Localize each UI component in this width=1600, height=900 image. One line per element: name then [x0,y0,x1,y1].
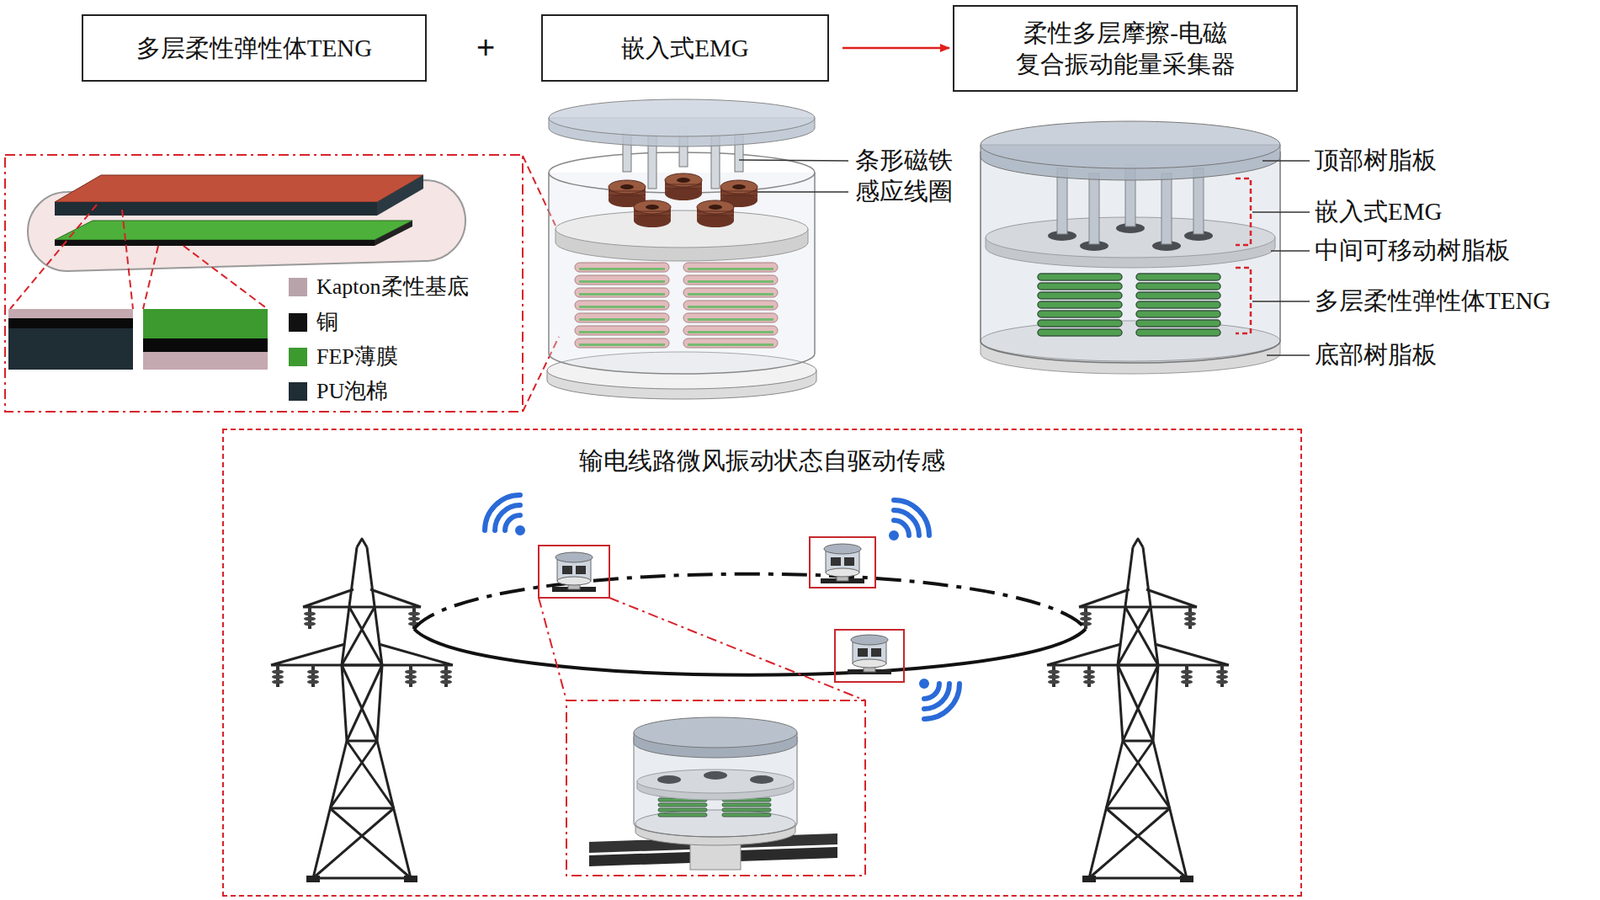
flow-arrow [842,47,950,50]
part-label: 感应线圈 [855,178,953,206]
transmission-scene [477,487,542,552]
part-label: 嵌入式EMG [1314,198,1442,226]
part-label: 条形磁铁 [855,147,953,175]
cross-section [183,245,268,309]
cross-section [143,338,268,352]
assembled-device [1235,267,1251,334]
transmission-scene [271,538,453,883]
exploded-device [696,200,734,228]
exploded-device [757,191,849,193]
plus-sign: + [476,30,495,66]
part-label: 中间可移动树脂板 [1314,237,1510,265]
cross-section [377,175,424,216]
assembled-device [1235,178,1251,245]
assembled-device [980,121,1281,169]
transmission-scene [414,574,1086,629]
box-label: 嵌入式EMG [621,32,749,64]
assembled-device [1252,211,1310,213]
exploded-device [548,172,815,374]
exploded-device [738,159,849,192]
transmission-scene [820,543,865,584]
exploded-device [548,99,815,137]
transmission-scene [847,634,892,675]
cross-section [54,220,413,240]
transmission-scene [872,492,937,557]
exploded-device [664,173,702,201]
cross-section [10,204,268,309]
legend-text: PU泡棉 [316,379,389,404]
transmission-scene [271,487,1229,883]
region-title: 输电线路微风振动状态自驱动传感 [574,445,951,476]
zoom-device [633,717,798,748]
transmission-scene [538,597,866,876]
assembled-device [1252,160,1310,356]
legend-swatch [288,277,308,297]
assembled-device [1266,354,1310,357]
part-label: 顶部树脂板 [1314,147,1437,175]
transmission-scene [566,700,866,876]
cross-section [5,154,523,412]
legend-text: 铜 [316,310,339,335]
cross-section [54,201,378,216]
part-label: 底部树脂板 [1314,341,1437,369]
box-label: 多层柔性弹性体TENG [136,32,373,64]
cross-section [374,220,413,246]
cross-section [8,328,133,370]
transmission-scene [809,536,876,588]
transmission-scene [538,545,610,598]
legend-swatch [288,347,308,367]
transmission-scene [834,629,904,682]
assembled-device [1252,300,1310,303]
cross-section [5,154,559,412]
cross-section [10,204,97,309]
transmission-scene [552,552,596,592]
assembled-device [980,121,1310,374]
process-box: 多层柔性弹性体TENG [81,14,427,82]
exploded-device [633,200,671,228]
transmission-scene [538,536,904,682]
transmission-scene [609,597,866,701]
exploded-device [738,159,849,161]
process-box: 嵌入式EMG [541,14,830,82]
cross-section [54,175,424,202]
cross-section [143,308,268,339]
transmission-scene [903,662,968,727]
transmission-scene [414,628,1086,676]
cross-section [122,209,133,309]
cross-section [143,245,159,309]
legend-text: FEP薄膜 [316,345,399,370]
transmission-scene [1047,538,1229,883]
assembled-device [980,151,1281,363]
cross-section [143,351,268,370]
cross-section [8,318,133,329]
cross-section [8,308,133,319]
process-box: 柔性多层摩擦-电磁 复合振动能量采集器 [952,5,1298,92]
box-label: 柔性多层摩擦-电磁 复合振动能量采集器 [964,17,1287,80]
exploded-device [547,99,849,399]
zoom-device [589,717,838,870]
legend-swatch [288,313,308,332]
exploded-device [555,210,808,248]
legend-swatch [288,382,308,401]
assembled-device [1262,159,1310,162]
assembled-device [1235,178,1251,334]
legend-text: Kapton柔性基底 [316,275,469,300]
scene-region: 输电线路微风振动状态自驱动传感 [222,428,1303,897]
transmission-scene [538,597,567,701]
assembled-device [1270,249,1310,252]
part-label: 多层柔性弹性体TENG [1314,287,1551,315]
cross-section [54,239,375,246]
